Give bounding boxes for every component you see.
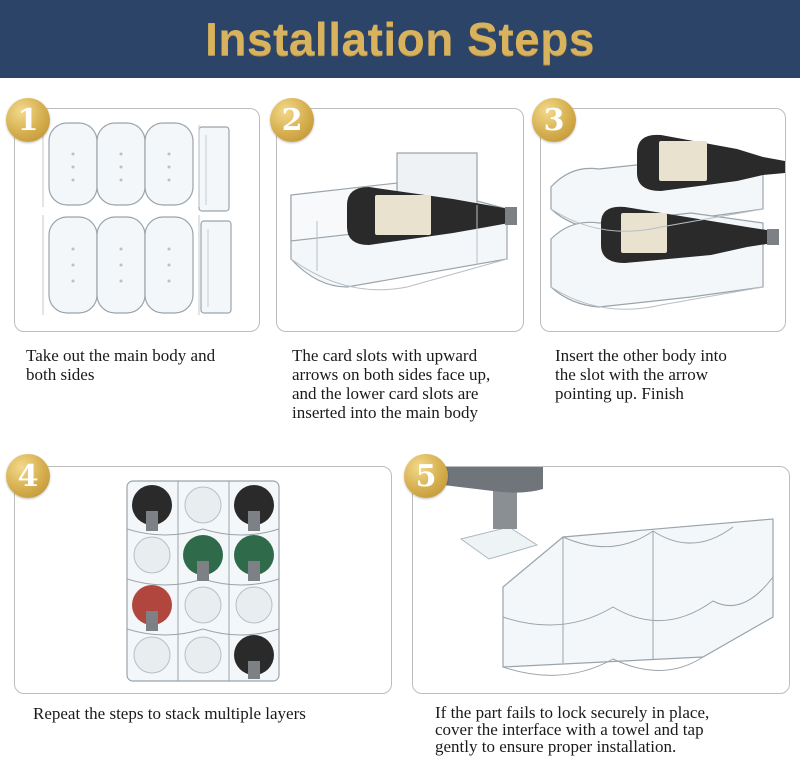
- step-4-number-badge: 4: [6, 454, 50, 498]
- step-1-caption-text: Take out the main body and both sides: [26, 346, 216, 384]
- step-3-image: [540, 108, 786, 332]
- step-2-caption-text: The card slots with upward arrows on bot…: [292, 346, 491, 422]
- header-banner: Installation Steps: [0, 0, 800, 78]
- page-title: Installation Steps: [205, 13, 595, 65]
- step-3-caption-text: Insert the other body into the slot with…: [555, 346, 727, 403]
- step-3-two-layer-rack-illustration: [550, 134, 785, 310]
- step-5-hammer-tap-illustration: [443, 467, 774, 676]
- step-4-caption: Repeat the steps to stack multiple layer…: [33, 704, 393, 723]
- step-1-number-badge: 1: [6, 98, 50, 142]
- step-2-rack-with-bottle-illustration: [290, 152, 517, 291]
- step-1-rack-parts-illustration: [42, 122, 232, 315]
- step-5-image: [412, 466, 790, 694]
- step-2-image: [276, 108, 524, 332]
- step-5-caption-text: If the part fails to lock securely in pl…: [435, 703, 710, 756]
- step-2-number-badge: 2: [270, 98, 314, 142]
- step-4-stacked-rack-illustration: [126, 480, 280, 682]
- step-4-caption-text: Repeat the steps to stack multiple layer…: [33, 704, 306, 723]
- step-4-image: [14, 466, 392, 694]
- step-3-caption: Insert the other body into the slot with…: [555, 346, 795, 403]
- step-3-number-badge: 3: [532, 98, 576, 142]
- step-2-caption: The card slots with upward arrows on bot…: [292, 346, 542, 422]
- step-1-image: [14, 108, 260, 332]
- step-5-number-badge: 5: [404, 454, 448, 498]
- step-5-caption: If the part fails to lock securely in pl…: [435, 704, 795, 755]
- step-1-caption: Take out the main body and both sides: [26, 346, 266, 384]
